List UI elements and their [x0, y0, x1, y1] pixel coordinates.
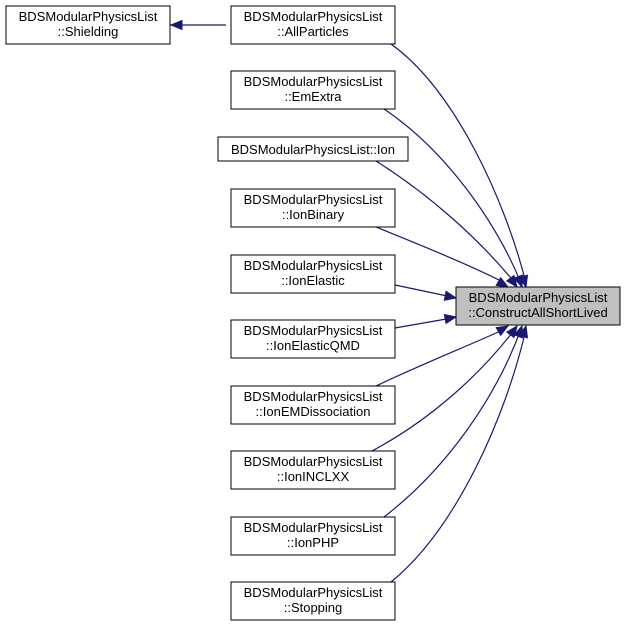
node-ion[interactable]: BDSModularPhysicsList::Ion [217, 136, 409, 162]
node-ion-em-dissociation[interactable]: BDSModularPhysicsList ::IonEMDissociatio… [230, 385, 396, 425]
edge-ion-binary-line [375, 226, 506, 284]
caller-line2: ::IonEMDissociation [256, 404, 371, 419]
edge-ion-line [375, 160, 516, 284]
node-ion-binary[interactable]: BDSModularPhysicsList ::IonBinary [230, 188, 396, 228]
node-all-particles[interactable]: BDSModularPhysicsList ::AllParticles [230, 5, 396, 45]
edge-ion-arrowhead [505, 274, 518, 289]
caller-line2: ::EmExtra [284, 89, 342, 104]
node-shielding[interactable]: BDSModularPhysicsList ::Shielding [5, 5, 171, 45]
caller-line1: BDSModularPhysicsList [244, 9, 383, 24]
edge-ion-php-line [383, 328, 522, 518]
edge-shielding-to-all-particles [169, 19, 226, 31]
node-construct-all-short-lived[interactable]: BDSModularPhysicsList ::ConstructAllShor… [455, 286, 621, 326]
caller-line2: ::IonPHP [287, 535, 339, 550]
edge-ion-elastic-qmd-line [394, 317, 453, 329]
caller-line2: ::AllParticles [277, 24, 349, 39]
edge-stopping [390, 324, 529, 583]
node-em-extra[interactable]: BDSModularPhysicsList ::EmExtra [230, 70, 396, 110]
target-line2: ::ConstructAllShortLived [468, 305, 607, 320]
edge-ion-elastic-qmd [394, 313, 458, 329]
edge-em-extra [383, 108, 524, 289]
edges [169, 19, 529, 583]
edge-all-particles-line [390, 43, 527, 284]
caller-line1: BDSModularPhysicsList [244, 258, 383, 273]
caller-line1: BDSModularPhysicsList::Ion [231, 142, 395, 157]
edge-shielding-to-all-particles-arrowhead [169, 19, 183, 31]
node-ion-php[interactable]: BDSModularPhysicsList ::IonPHP [230, 516, 396, 556]
node-shielding-line2: ::Shielding [58, 24, 119, 39]
edge-ion-binary-arrowhead [495, 276, 510, 288]
edge-em-extra-arrowhead [513, 274, 524, 289]
node-ion-elastic-qmd[interactable]: BDSModularPhysicsList ::IonElasticQMD [230, 319, 396, 359]
edge-ion-php [383, 324, 524, 518]
edge-ion-em-dissociation-line [375, 328, 506, 387]
edge-em-extra-line [383, 108, 522, 284]
caller-line2: ::Stopping [284, 600, 343, 615]
node-ion-inclxx[interactable]: BDSModularPhysicsList ::IonINCLXX [230, 450, 396, 490]
edge-ion [375, 160, 518, 289]
caller-line1: BDSModularPhysicsList [244, 74, 383, 89]
caller-line1: BDSModularPhysicsList [244, 192, 383, 207]
node-stopping[interactable]: BDSModularPhysicsList ::Stopping [230, 581, 396, 621]
edge-ion-em-dissociation [375, 325, 510, 387]
caller-line2: ::IonElastic [281, 273, 345, 288]
edge-ion-em-dissociation-arrowhead [495, 325, 510, 337]
edge-ion-elastic-arrowhead [443, 290, 458, 301]
edge-ion-elastic-line [394, 284, 453, 298]
caller-line2: ::IonElasticQMD [266, 338, 360, 353]
caller-line2: ::IonBinary [282, 207, 345, 222]
caller-line1: BDSModularPhysicsList [244, 323, 383, 338]
node-ion-elastic[interactable]: BDSModularPhysicsList ::IonElastic [230, 254, 396, 294]
edge-all-particles [390, 43, 529, 289]
edge-ion-elastic-qmd-arrowhead [443, 313, 458, 325]
edge-ion-elastic [394, 284, 458, 301]
caller-line2: ::IonINCLXX [277, 469, 350, 484]
edge-ion-binary [375, 226, 510, 288]
caller-line1: BDSModularPhysicsList [244, 520, 383, 535]
caller-line1: BDSModularPhysicsList [244, 454, 383, 469]
edge-stopping-arrowhead [517, 324, 529, 339]
caller-line1: BDSModularPhysicsList [244, 585, 383, 600]
node-shielding-line1: BDSModularPhysicsList [19, 9, 158, 24]
target-line1: BDSModularPhysicsList [469, 290, 608, 305]
edge-stopping-line [390, 328, 527, 583]
edge-ion-inclxx-line [371, 328, 516, 452]
caller-line1: BDSModularPhysicsList [244, 389, 383, 404]
